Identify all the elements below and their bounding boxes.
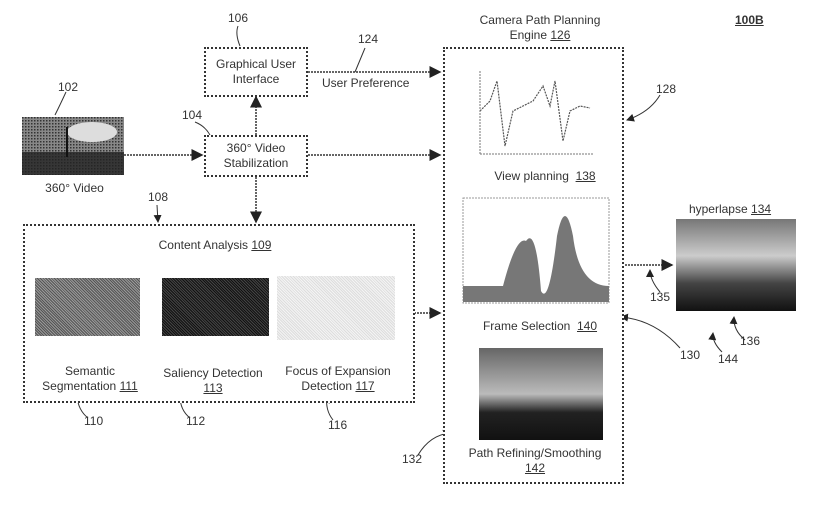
frame-selection-label: Frame Selection 140 [482, 319, 598, 333]
saliency-thumbnail [162, 278, 269, 336]
ref-135: 135 [650, 290, 671, 304]
ref-106: 106 [228, 11, 249, 25]
gui-label-2: Interface [232, 72, 280, 86]
ref-116: 116 [328, 418, 348, 432]
frame-selection-plot [462, 197, 610, 304]
view-planning-plot [479, 71, 593, 155]
ref-130: 130 [680, 348, 701, 362]
leader-124 [354, 47, 366, 73]
stabilization-label-1: 360° Video [226, 141, 286, 155]
leader-130 [620, 313, 681, 349]
figure-label: 100B [735, 13, 764, 27]
video-label: 360° Video [45, 181, 104, 195]
leader-135 [646, 269, 661, 293]
video-thumbnail [22, 117, 124, 175]
focus-expansion-thumbnail [277, 276, 395, 340]
hyperlapse-label: hyperlapse 134 [688, 202, 772, 216]
view-planning-label: View planning 138 [494, 169, 596, 183]
stabilization-label-2: Stabilization [223, 156, 289, 170]
gui-label-1: Graphical User [215, 57, 297, 71]
leader-144 [708, 332, 723, 353]
ref-132: 132 [402, 452, 423, 466]
user-preference-label: User Preference [322, 76, 410, 90]
leader-104 [194, 121, 211, 136]
ref-104: 104 [182, 108, 203, 122]
ref-124: 124 [358, 32, 379, 46]
leader-106 [236, 25, 241, 47]
leader-128 [626, 94, 661, 122]
ref-144: 144 [718, 352, 739, 366]
ref-136: 136 [740, 334, 761, 348]
ref-110: 110 [84, 414, 104, 428]
leader-102 [54, 91, 67, 116]
ref-128: 128 [656, 82, 677, 96]
ref-102: 102 [58, 80, 79, 94]
segmentation-thumbnail [35, 278, 140, 336]
ref-112: 112 [186, 414, 206, 428]
leader-136 [729, 316, 746, 341]
content-analysis-title: Content Analysis 109 [158, 238, 272, 252]
leader-108 [153, 204, 162, 223]
hyperlapse-thumbnail [676, 219, 796, 311]
engine-box: View planning 138 Frame Selection 140 Pa… [443, 47, 624, 484]
ref-108: 108 [148, 190, 169, 204]
path-refining-thumbnail [479, 348, 603, 440]
